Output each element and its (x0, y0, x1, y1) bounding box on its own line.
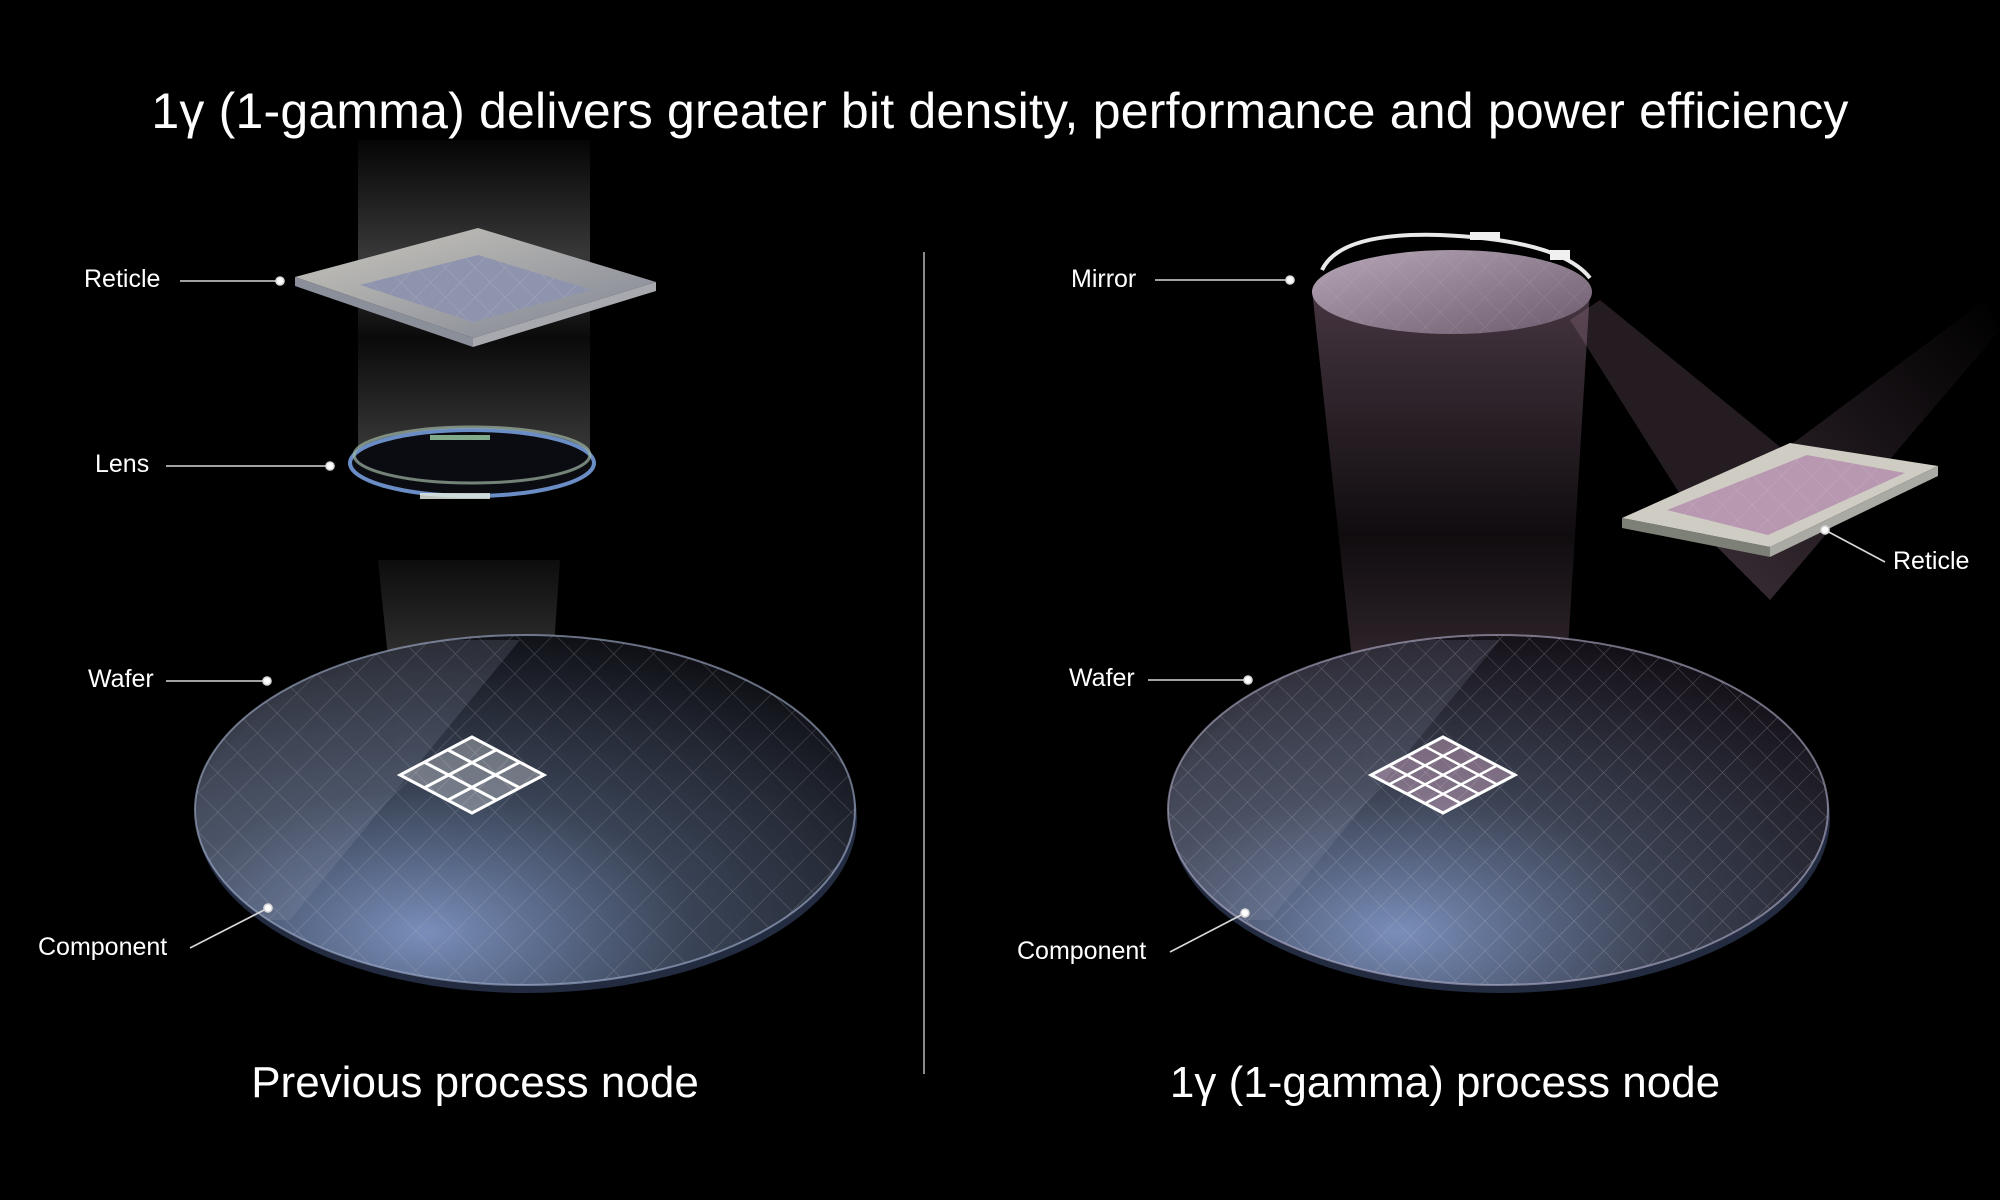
label-component-left: Component (38, 933, 168, 961)
label-reticle-left: Reticle (84, 265, 161, 293)
caption-1-gamma-node: 1γ (1-gamma) process node (1169, 1058, 1721, 1107)
label-component-right: Component (1017, 937, 1147, 965)
page-title: 1γ (1-gamma) delivers greater bit densit… (151, 83, 1849, 139)
reticle-left (295, 228, 656, 347)
caption-previous-node: Previous process node (251, 1058, 699, 1107)
euv-beam-reflected (1570, 300, 1790, 510)
label-mirror: Mirror (1071, 265, 1137, 293)
panel-divider (923, 252, 925, 1074)
mirror (1312, 232, 1592, 334)
label-wafer-left: Wafer (88, 665, 154, 693)
wafer-right (1167, 634, 1830, 993)
leader-lines-left (166, 276, 335, 949)
wafer-left (194, 634, 857, 993)
label-reticle-right: Reticle (1893, 547, 1970, 575)
label-wafer-right: Wafer (1069, 664, 1135, 692)
reticle-right (1622, 443, 1938, 557)
leader-lines-right (1148, 275, 1886, 953)
lens (348, 425, 596, 499)
label-lens: Lens (95, 450, 150, 478)
